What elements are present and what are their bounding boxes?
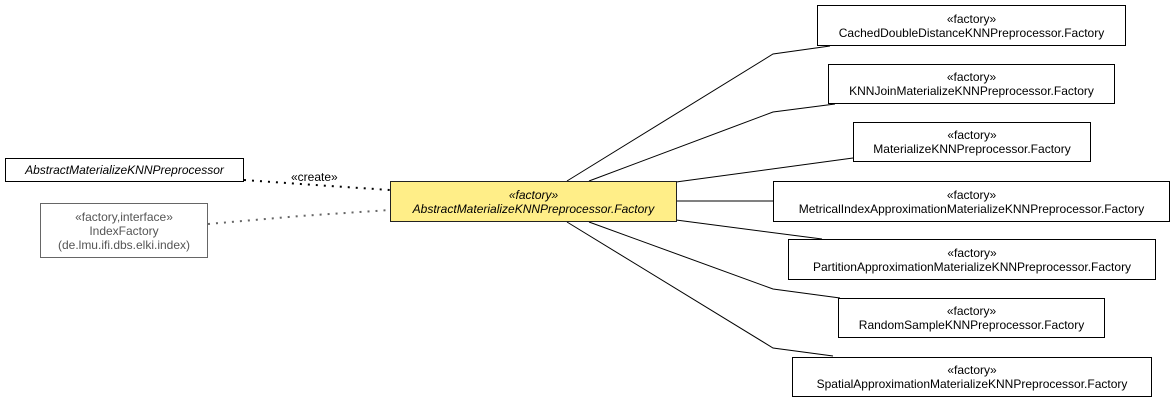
create-dependency-edge [243, 179, 391, 191]
edge-partition [675, 219, 823, 240]
class-materialize-knn-preprocessor-factory[interactable]: «factory» MaterializeKNNPreprocessor.Fac… [853, 122, 1091, 162]
stereotype: «factory» [946, 11, 997, 26]
edge-spatial [566, 221, 834, 357]
class-name: MaterializeKNNPreprocessor.Factory [873, 142, 1071, 156]
class-name: AbstractMaterializeKNNPreprocessor.Facto… [412, 201, 655, 216]
class-knn-join-materialize-knn-preprocessor-factory[interactable]: «factory» KNNJoinMaterializeKNNPreproces… [828, 64, 1115, 104]
stereotype: «factory» [946, 187, 997, 202]
stereotype: «factory» [946, 304, 997, 318]
class-cached-double-distance-knn-preprocessor-factory[interactable]: «factory» CachedDoubleDistanceKNNPreproc… [817, 5, 1126, 46]
class-name: AbstractMaterializeKNNPreprocessor [25, 163, 224, 177]
edge-knnjoin [588, 103, 836, 182]
stereotype: «factory» [947, 245, 997, 260]
interface-index-factory[interactable]: «factory,interface» IndexFactory (de.lmu… [40, 203, 208, 258]
class-abstract-materialize-knn-preprocessor-factory[interactable]: «factory» AbstractMaterializeKNNPreproce… [390, 181, 677, 222]
stereotype: «factory» [508, 187, 559, 202]
class-random-sample-knn-preprocessor-factory[interactable]: «factory» RandomSampleKNNPreprocessor.Fa… [838, 298, 1105, 338]
class-name: SpatialApproximationMaterializeKNNPrepro… [816, 377, 1128, 391]
package-name: (de.lmu.ifi.dbs.elki.index) [57, 237, 191, 252]
class-metrical-index-approximation-factory[interactable]: «factory» MetricalIndexApproximationMate… [773, 181, 1170, 222]
edge-materialize [675, 157, 854, 183]
edge-cached [566, 45, 831, 182]
class-spatial-approximation-factory[interactable]: «factory» SpatialApproximationMaterializ… [792, 357, 1152, 397]
stereotype: «factory,interface» [75, 209, 173, 224]
implements-indexfactory-edge [207, 209, 391, 225]
class-name: MetricalIndexApproximationMaterializeKNN… [798, 201, 1145, 216]
class-partition-approximation-factory[interactable]: «factory» PartitionApproximationMaterial… [788, 239, 1156, 280]
stereotype: «factory» [947, 128, 997, 142]
class-name: CachedDoubleDistanceKNNPreprocessor.Fact… [838, 25, 1105, 40]
edge-randomsample [588, 221, 841, 299]
class-name: IndexFactory [89, 223, 159, 238]
class-name: KNNJoinMaterializeKNNPreprocessor.Factor… [849, 84, 1094, 98]
class-name: PartitionApproximationMaterializeKNNPrep… [812, 259, 1132, 274]
class-abstract-materialize-knn-preprocessor[interactable]: AbstractMaterializeKNNPreprocessor [5, 158, 244, 182]
stereotype: «factory» [947, 363, 997, 377]
class-name: RandomSampleKNNPreprocessor.Factory [858, 318, 1085, 332]
stereotype: «factory» [946, 70, 997, 84]
create-edge-label: «create» [291, 170, 338, 184]
